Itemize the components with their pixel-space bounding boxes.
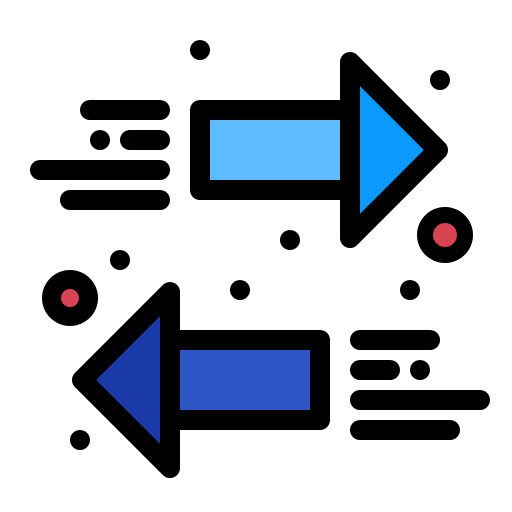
ring-dot-left xyxy=(42,270,98,326)
ring-dot-right xyxy=(417,207,473,263)
speed-lines-left xyxy=(30,100,170,210)
speed-lines-right xyxy=(350,330,490,440)
dot xyxy=(230,280,250,300)
left-arrow-head xyxy=(72,282,180,478)
decorative-dots xyxy=(70,40,450,450)
left-arrow-shaft xyxy=(150,330,330,430)
speed-dot xyxy=(90,130,110,150)
right-arrow-shaft xyxy=(190,100,362,200)
right-arrow-icon xyxy=(190,52,448,248)
dot xyxy=(430,70,450,90)
dot xyxy=(70,430,90,450)
dot xyxy=(280,230,300,250)
dot xyxy=(190,40,210,60)
dot xyxy=(400,280,420,300)
left-arrow-icon xyxy=(72,282,330,478)
dot xyxy=(110,250,130,270)
right-arrow-head xyxy=(340,52,448,248)
speed-dot xyxy=(410,360,430,380)
